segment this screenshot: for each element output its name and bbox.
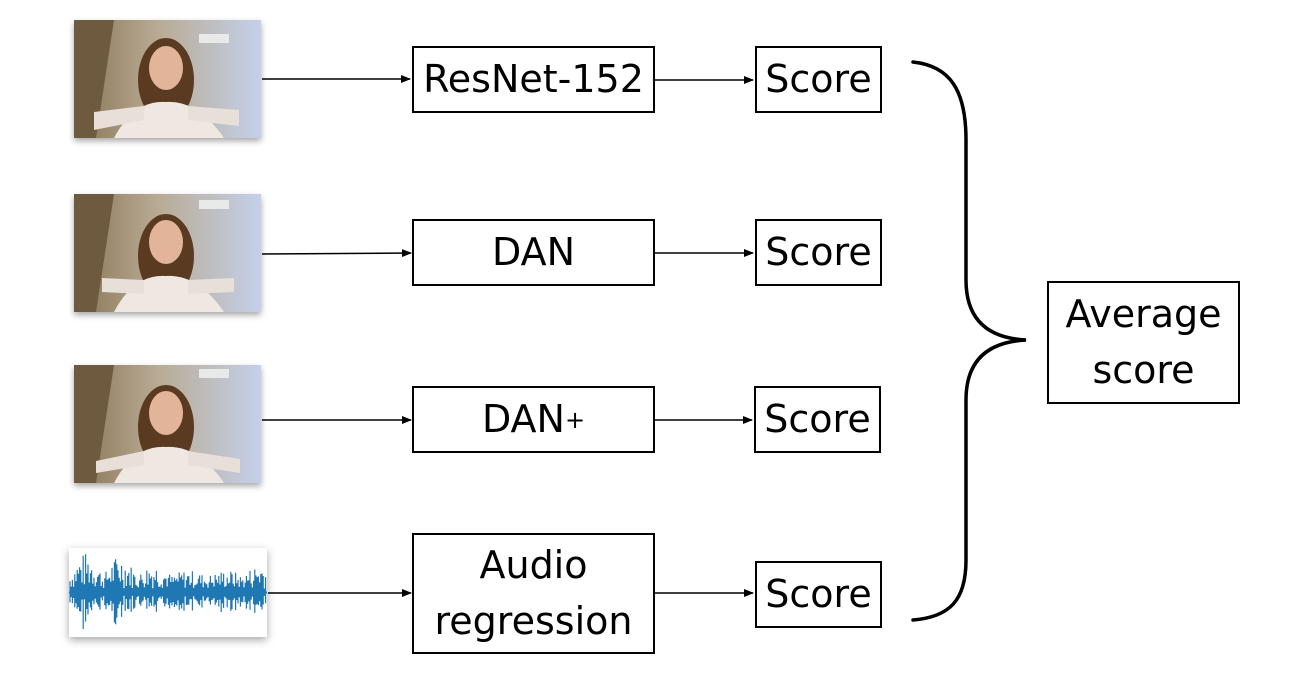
model-box-audio-regression: Audio regression: [412, 533, 655, 654]
score-label-3: Score: [764, 396, 871, 441]
input-audio-waveform: [69, 548, 267, 637]
input-face-image-1: [74, 20, 261, 138]
input-face-image-3: [74, 365, 261, 483]
score-box-4: Score: [755, 561, 882, 628]
model-label-dan: DAN: [491, 229, 575, 274]
score-label-4: Score: [765, 571, 872, 616]
score-label-1: Score: [765, 56, 872, 101]
score-box-2: Score: [755, 219, 882, 286]
curly-brace: [911, 60, 1027, 622]
input-face-image-2: [74, 194, 261, 312]
arrow-input-to-model-2: [261, 249, 412, 258]
score-box-1: Score: [755, 46, 882, 113]
average-score-box: Average score: [1047, 281, 1240, 404]
score-box-3: Score: [754, 386, 881, 453]
score-label-2: Score: [765, 229, 872, 274]
model-label-dan-plus-text: DAN: [481, 396, 565, 441]
model-label-audio-regression: Audio regression: [434, 543, 633, 643]
average-score-label: Average score: [1065, 292, 1222, 392]
model-box-dan: DAN: [412, 219, 655, 286]
model-box-resnet-152: ResNet-152: [412, 46, 655, 113]
model-label-resnet-152: ResNet-152: [423, 56, 644, 101]
model-box-dan-plus: DAN+: [412, 386, 655, 453]
